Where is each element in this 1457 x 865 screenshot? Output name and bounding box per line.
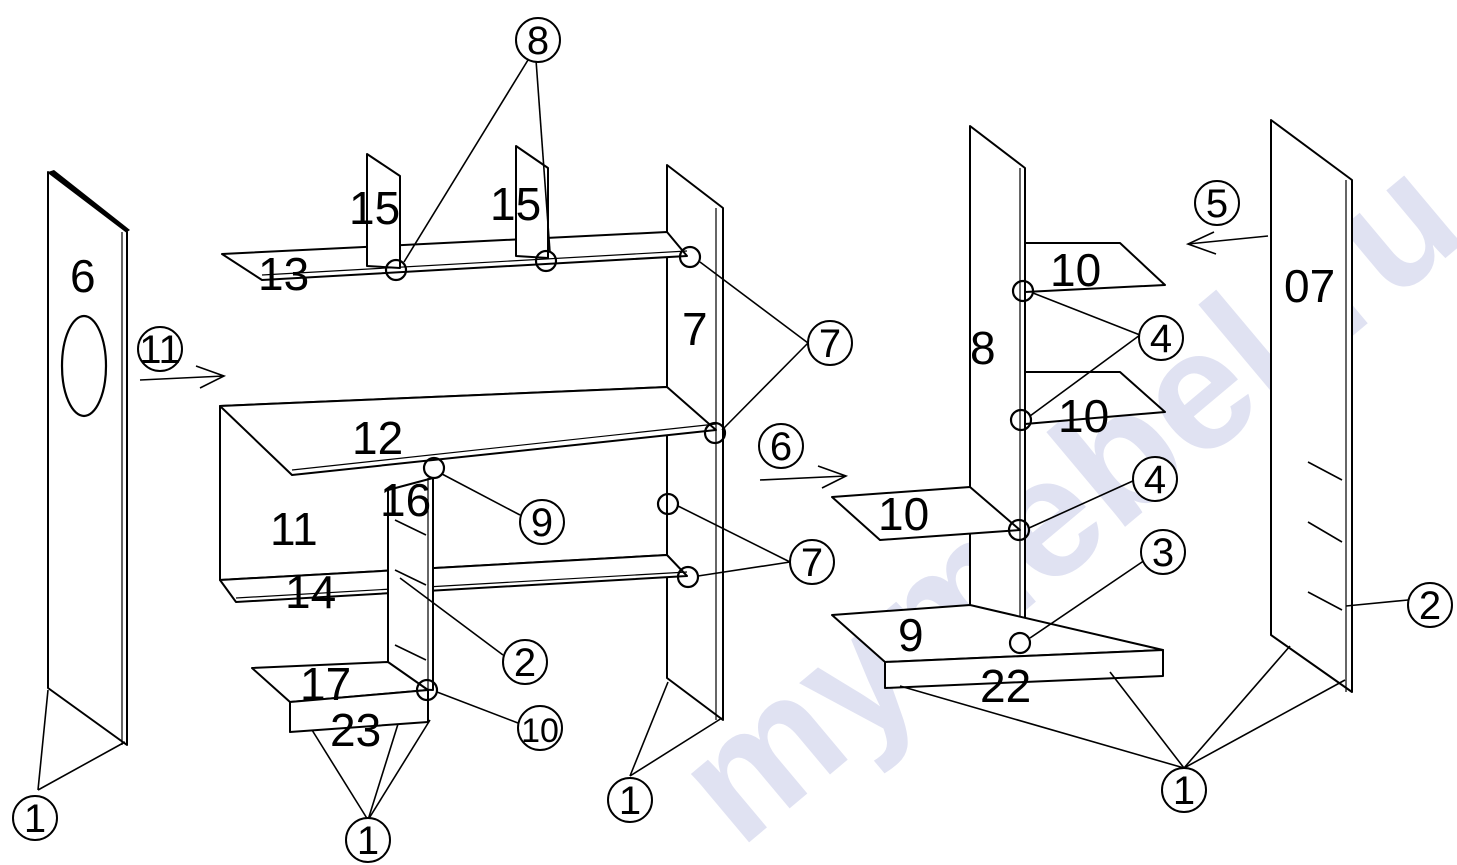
svg-text:5: 5 — [1206, 182, 1228, 226]
svg-text:11: 11 — [139, 328, 181, 372]
leader-lines — [37, 59, 1409, 821]
part-label: 14 — [285, 566, 336, 618]
callout-9: 9 — [519, 499, 565, 545]
part-label: 10 — [878, 488, 929, 540]
part-label: 16 — [380, 474, 431, 526]
part-label: 10 — [1050, 244, 1101, 296]
svg-text:3: 3 — [1152, 531, 1174, 575]
part-label: 8 — [970, 322, 996, 374]
part-label: 22 — [980, 660, 1031, 712]
callout-6: 6 — [758, 423, 804, 469]
callout-1-right: 1 — [1161, 767, 1207, 813]
callout-7-upper: 7 — [807, 320, 853, 366]
callout-8: 8 — [515, 17, 561, 63]
callout-10: 10 — [517, 705, 563, 751]
svg-text:6: 6 — [770, 425, 792, 469]
arrow-11 — [139, 365, 227, 389]
middle-unit: 7 15 15 13 12 11 14 16 17 23 — [219, 145, 727, 756]
callout-3: 3 — [1140, 529, 1186, 575]
svg-text:4: 4 — [1144, 458, 1166, 502]
side-panel-6: 6 — [47, 170, 130, 746]
part-label: 9 — [898, 609, 924, 661]
svg-text:1: 1 — [619, 779, 641, 823]
svg-text:1: 1 — [357, 819, 379, 863]
svg-text:10: 10 — [521, 712, 559, 750]
callout-1-middle: 1 — [607, 777, 653, 823]
callout-1-far-left: 1 — [12, 795, 58, 841]
callout-1-bottom: 1 — [345, 817, 391, 863]
right-unit: 8 10 10 10 9 22 07 — [831, 119, 1353, 712]
svg-text:7: 7 — [801, 541, 823, 585]
part-label: 11 — [270, 503, 318, 555]
arrow-6 — [759, 465, 849, 489]
callout-5: 5 — [1194, 180, 1240, 226]
arrow-5 — [1185, 231, 1269, 255]
svg-text:9: 9 — [531, 501, 553, 545]
part-label: 17 — [300, 658, 351, 710]
svg-text:2: 2 — [1419, 584, 1441, 628]
part-label: 15 — [490, 178, 541, 230]
part-label: 10 — [1058, 390, 1109, 442]
svg-text:2: 2 — [514, 641, 536, 685]
svg-text:1: 1 — [24, 797, 46, 841]
svg-text:7: 7 — [819, 322, 841, 366]
callout-2-left: 2 — [502, 639, 548, 685]
callout-11: 11 — [137, 326, 183, 372]
svg-text:1: 1 — [1173, 769, 1195, 813]
part-label: 13 — [258, 248, 309, 300]
cable-hole — [60, 314, 108, 418]
part-label: 07 — [1284, 260, 1335, 312]
callout-4-lower: 4 — [1132, 456, 1178, 502]
part-label: 12 — [352, 412, 403, 464]
callout-7-lower: 7 — [789, 539, 835, 585]
part-label: 7 — [682, 303, 708, 355]
part-label: 23 — [330, 704, 381, 756]
svg-text:8: 8 — [527, 19, 549, 63]
callout-2-right: 2 — [1407, 582, 1453, 628]
part-label: 15 — [349, 182, 400, 234]
svg-text:4: 4 — [1150, 317, 1172, 361]
callout-4-upper: 4 — [1138, 315, 1184, 361]
part-label: 6 — [70, 250, 96, 302]
